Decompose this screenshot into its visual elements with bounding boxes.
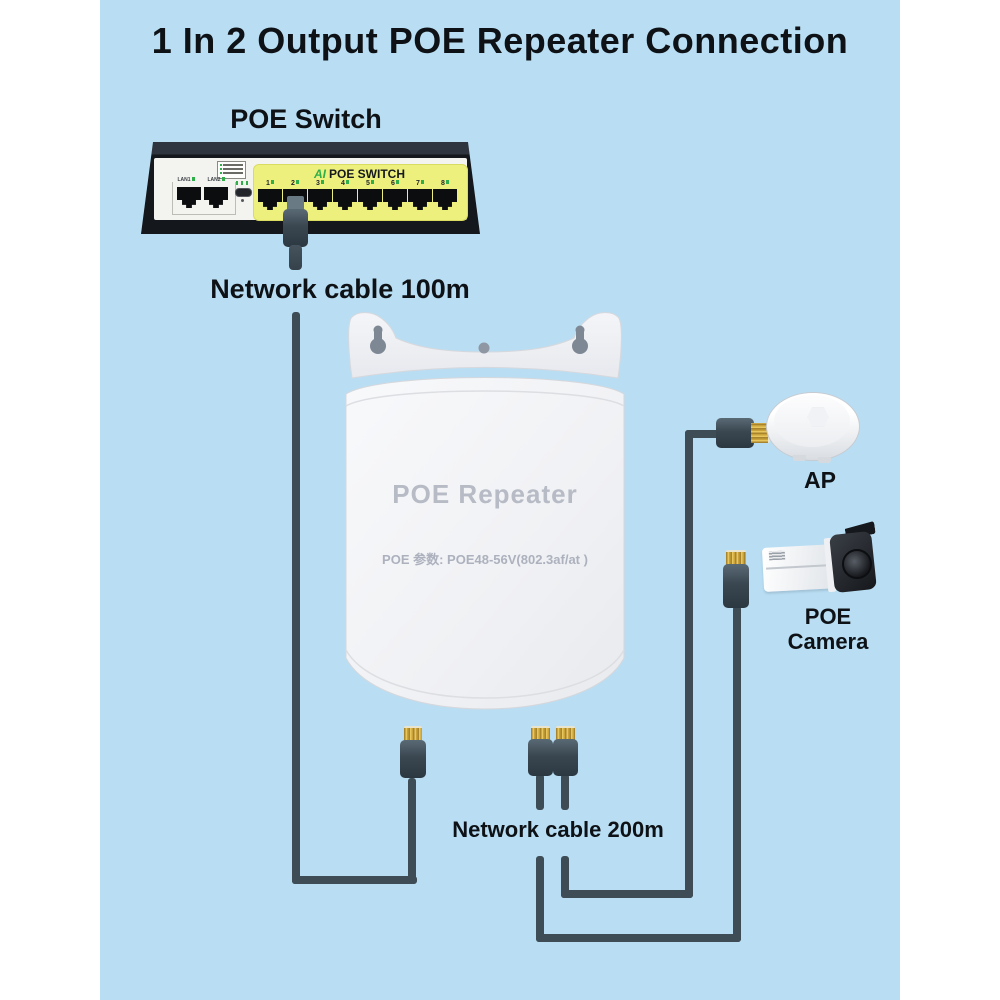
rj45-connector-out2 (556, 726, 575, 743)
port-number-7: 7 (408, 180, 432, 188)
green-mark-icon (191, 177, 195, 181)
cable-ap-top (685, 430, 719, 438)
camera-body-detail (768, 550, 786, 561)
cable-repeater-out2-stub (561, 774, 569, 810)
poe-port-3 (308, 189, 332, 210)
cable-switch-to-repeater-vertical (292, 312, 300, 884)
info-line (220, 164, 243, 166)
poe-port-1 (258, 189, 282, 210)
ap-logo-icon (807, 407, 829, 427)
rj45-plug-switch (283, 209, 308, 247)
ap-mount-tab (818, 457, 831, 463)
poe-port-6 (383, 189, 407, 210)
cable-camera-riser (733, 606, 741, 942)
port-number-6: 6 (383, 180, 407, 188)
body-bottom-seam (345, 649, 625, 699)
rj45-connector-in (404, 726, 422, 744)
green-mark-icon (370, 180, 374, 184)
ap-mount-tab (793, 455, 806, 461)
panel-brand-accent: AI (313, 167, 326, 181)
keyhole-icon (572, 325, 588, 354)
rj45-plug-switch-top (287, 196, 304, 212)
poe-port-8 (433, 189, 457, 210)
poe-port-7 (408, 189, 432, 210)
rj45-connector-out1 (531, 726, 550, 743)
repeater-body (345, 377, 625, 710)
green-mark-icon (221, 177, 225, 181)
diagram-title: 1 In 2 Output POE Repeater Connection (151, 20, 849, 61)
reset-dot (241, 199, 244, 202)
rj45-connector-out1-body (528, 739, 553, 776)
green-mark-icon (445, 180, 449, 184)
network-cable-200m-label: Network cable 200m (452, 817, 664, 842)
camera-lens-icon (842, 549, 872, 579)
rj45-plug-switch-boot (289, 245, 302, 270)
ap-label: AP (804, 467, 836, 493)
green-mark-icon (236, 181, 238, 185)
network-cable-100m-label: Network cable 100m (210, 274, 470, 304)
screw-hole-icon (478, 342, 490, 354)
body-top-seam (345, 390, 625, 407)
rj45-connector-out2-body (553, 739, 578, 776)
rj45-connector-in-body (400, 740, 426, 778)
rj45-plug-camera (723, 564, 749, 608)
cable-ap-vertical (561, 856, 569, 898)
poe-switch-label: POE Switch (230, 104, 382, 134)
rj45-plug-ap (716, 418, 754, 448)
green-mark-icon (241, 181, 243, 185)
switch-info-box (217, 161, 246, 179)
port-number-2: 2 (283, 180, 307, 188)
repeater-name: POE Repeater (392, 479, 578, 509)
lan-port-2 (204, 187, 228, 208)
mounting-plate (348, 312, 622, 379)
poe-port-4 (333, 189, 357, 210)
port-number-4: 4 (333, 180, 357, 188)
cable-switch-to-repeater-bottom (292, 876, 417, 884)
port-number-3: 3 (308, 180, 332, 188)
cable-ap-riser (685, 430, 693, 898)
port-number-5: 5 (358, 180, 382, 188)
green-mark-icon (420, 180, 424, 184)
green-mark-icon (320, 180, 324, 184)
green-mark-icon (295, 180, 299, 184)
info-line (220, 168, 243, 170)
lan2-label: LAN2 (200, 177, 232, 184)
reset-slot (235, 188, 252, 197)
green-mark-icon (395, 180, 399, 184)
poe-repeater-device (345, 312, 625, 710)
cable-repeater-out1-stub (536, 774, 544, 810)
green-mark-icon (246, 181, 248, 185)
cable-ap-bottom (561, 890, 693, 898)
port-number-8: 8 (433, 180, 457, 188)
camera-label: POE Camera (787, 604, 869, 655)
lan1-label: LAN1 (171, 177, 201, 184)
rj45-plug-camera-pins (726, 550, 746, 568)
keyhole-icon (370, 325, 386, 354)
lan-port-1 (177, 187, 201, 208)
cable-camera-vertical (536, 856, 544, 942)
repeater-spec: POE 参数: POE48-56V(802.3af/at ) (382, 552, 588, 567)
green-mark-icon (345, 180, 349, 184)
port-number-1: 1 (258, 180, 282, 188)
cable-switch-to-repeater-riser (408, 778, 416, 884)
lan-port-bracket (172, 182, 236, 215)
cable-camera-bottom (536, 934, 741, 942)
poe-port-5 (358, 189, 382, 210)
panel-brand: POE SWITCH (328, 167, 405, 181)
green-mark-icon (270, 180, 274, 184)
info-line (220, 172, 243, 174)
